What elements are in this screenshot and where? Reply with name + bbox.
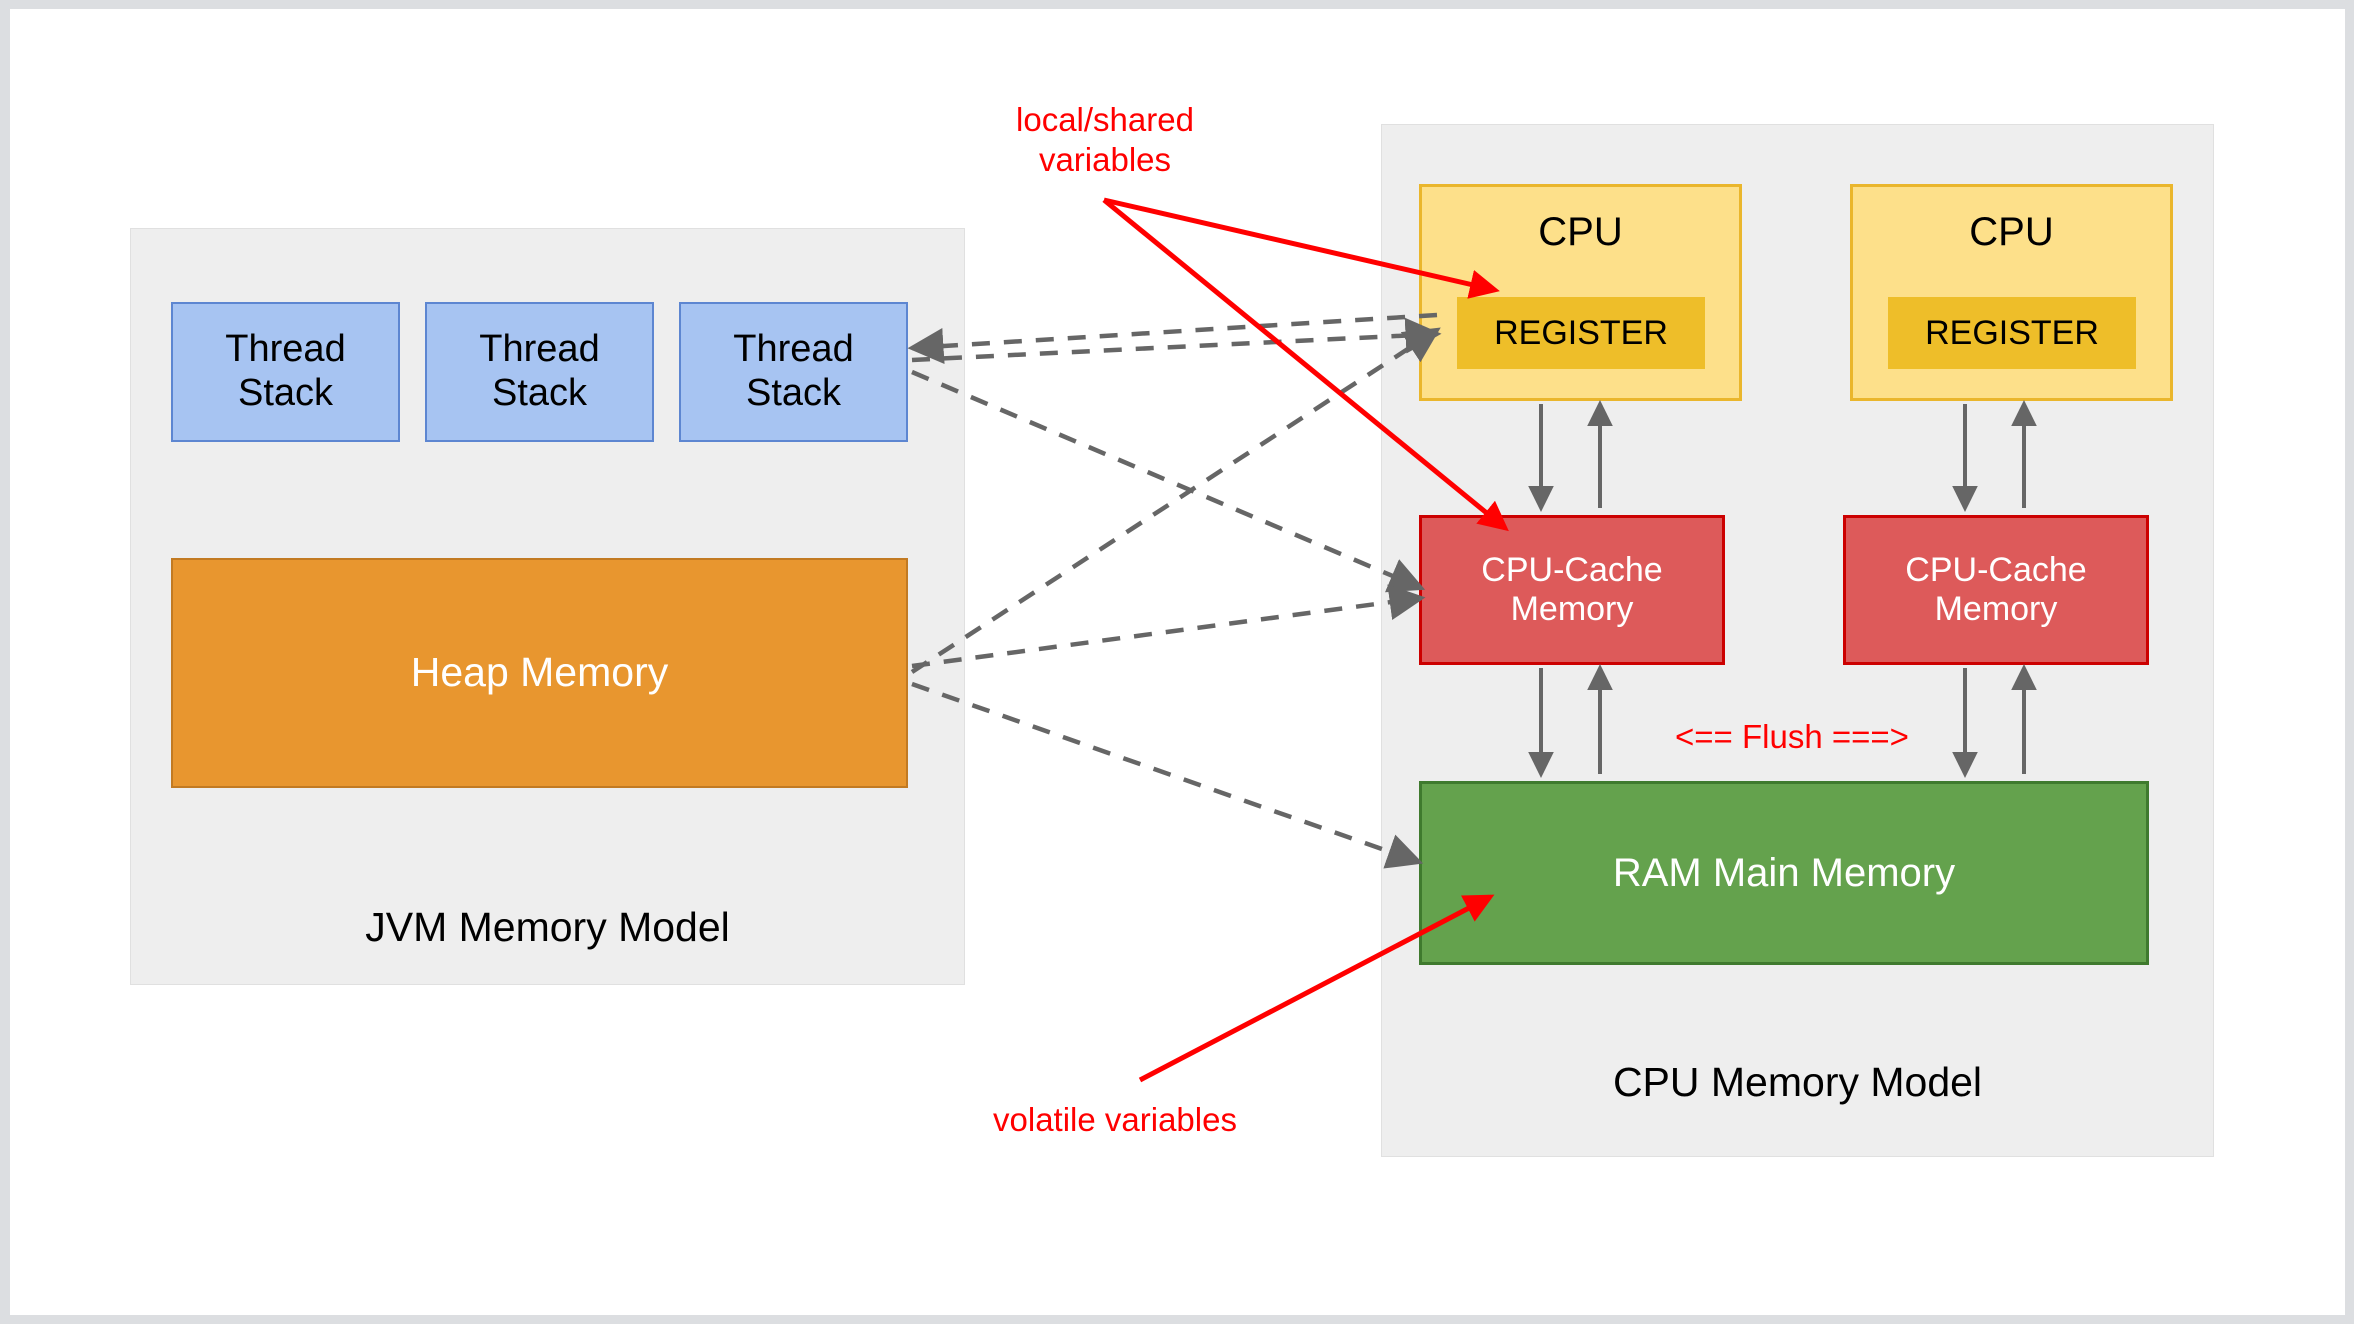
ram-main-memory-box[interactable]: RAM Main Memory xyxy=(1419,781,2149,965)
cpu-label-1: CPU xyxy=(1538,210,1623,254)
heap-memory-box[interactable]: Heap Memory xyxy=(171,558,908,788)
cpu-label-2: CPU xyxy=(1969,210,2054,254)
register-box-2[interactable]: REGISTER xyxy=(1888,297,2136,369)
register-box-1[interactable]: REGISTER xyxy=(1457,297,1705,369)
cpu-panel-label: CPU Memory Model xyxy=(1612,1059,1983,1105)
thread-stack-box-1[interactable]: Thread Stack xyxy=(171,302,400,442)
thread-stack-label-3: Thread Stack xyxy=(733,328,854,414)
thread-stack-box-3[interactable]: Thread Stack xyxy=(679,302,908,442)
cpu-cache-box-1[interactable]: CPU-Cache Memory xyxy=(1419,515,1725,665)
cpu-cache-label-1: CPU-Cache Memory xyxy=(1481,550,1663,628)
register-label-1: REGISTER xyxy=(1494,313,1668,352)
cpu-cache-box-2[interactable]: CPU-Cache Memory xyxy=(1843,515,2149,665)
heap-memory-label: Heap Memory xyxy=(410,649,669,696)
thread-stack-box-2[interactable]: Thread Stack xyxy=(425,302,654,442)
thread-stack-label-1: Thread Stack xyxy=(225,328,346,414)
register-label-2: REGISTER xyxy=(1925,313,2099,352)
thread-stack-label-2: Thread Stack xyxy=(479,328,600,414)
jvm-panel-label: JVM Memory Model xyxy=(365,904,730,950)
local-shared-variables-annotation: local/shared variables xyxy=(1016,101,1194,179)
cpu-cache-label-2: CPU-Cache Memory xyxy=(1905,550,2087,628)
ram-main-memory-label: RAM Main Memory xyxy=(1612,851,1956,895)
flush-label: <== Flush ===> xyxy=(1675,718,1909,755)
volatile-variables-annotation: volatile variables xyxy=(993,1101,1237,1138)
